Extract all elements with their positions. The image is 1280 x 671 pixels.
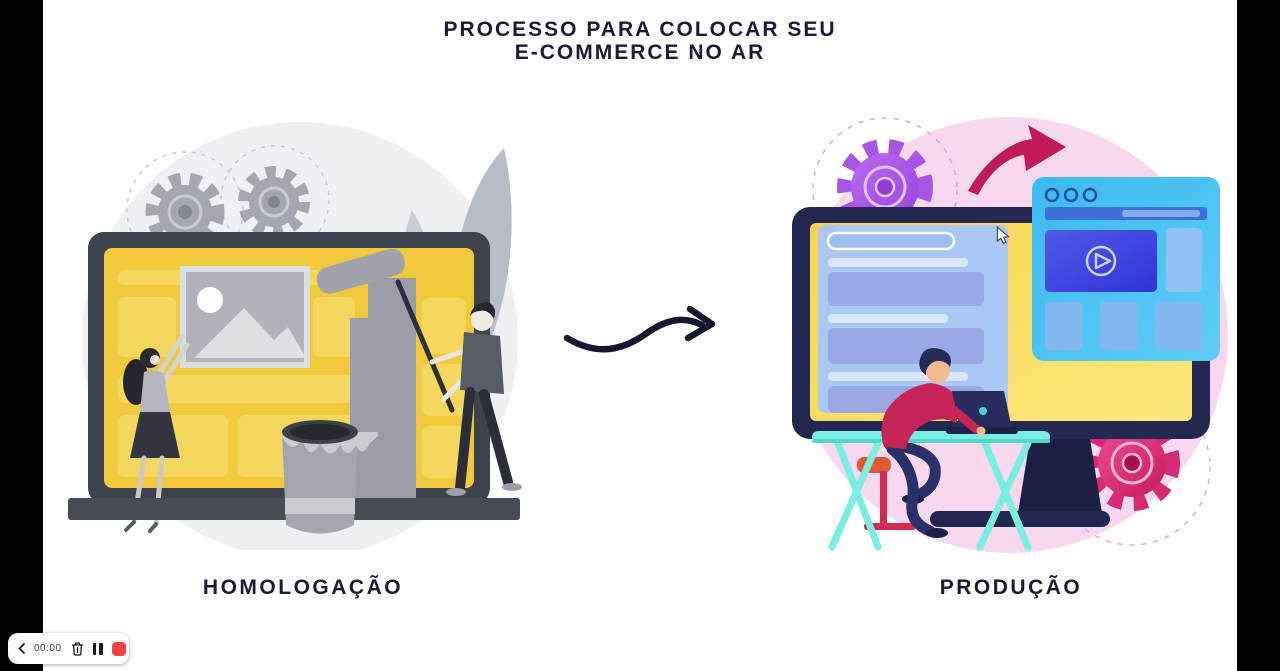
deploy-arrow-icon <box>968 125 1066 195</box>
mouse-cursor <box>996 226 1010 245</box>
slide: PROCESSO PARA COLOCAR SEU E-COMMERCE NO … <box>43 0 1237 671</box>
slide-title-line1: PROCESSO PARA COLOCAR SEU <box>443 18 837 41</box>
slide-title-line2: E-COMMERCE NO AR <box>514 41 766 64</box>
paint-bucket-icon <box>282 420 378 534</box>
video-player-block <box>1045 230 1157 292</box>
desk <box>812 431 1050 551</box>
window-dot-icon <box>1063 187 1079 203</box>
homologacao-illustration <box>68 122 522 550</box>
window-dot-icon <box>1044 187 1060 203</box>
producao-illustration <box>792 117 1228 553</box>
window-dot-icon <box>1082 187 1098 203</box>
developer-legs <box>884 439 948 538</box>
developer-arm <box>937 395 986 436</box>
trash-icon[interactable] <box>71 641 84 656</box>
pause-icon[interactable] <box>92 642 103 655</box>
gear-icon-right-gray <box>238 166 310 238</box>
person-man-painter <box>429 302 522 496</box>
recorder-toolbar: 00:00 <box>8 633 129 664</box>
painted-column <box>368 278 416 498</box>
website-wireframe-panel <box>818 225 1008 413</box>
homologacao-label: HOMOLOGAÇÃO <box>202 576 404 599</box>
gear-icon-purple <box>837 139 933 235</box>
person-woman-painter <box>123 334 190 533</box>
play-button-icon <box>1085 245 1117 277</box>
browser-window <box>1032 177 1220 361</box>
gear-icon-left-gray <box>145 172 225 252</box>
producao-label: PRODUÇÃO <box>939 576 1083 599</box>
stop-icon[interactable] <box>111 641 126 656</box>
slide-title: PROCESSO PARA COLOCAR SEU E-COMMERCE NO … <box>43 18 1237 64</box>
recording-time: 00:00 <box>34 643 62 654</box>
transition-arrow-icon <box>563 305 716 353</box>
search-bar <box>826 231 956 251</box>
image-placeholder-icon <box>180 266 310 368</box>
screen-wireframe-blocks <box>118 270 466 478</box>
chevron-left-icon[interactable] <box>18 643 25 654</box>
paint-roller-icon <box>316 248 455 413</box>
